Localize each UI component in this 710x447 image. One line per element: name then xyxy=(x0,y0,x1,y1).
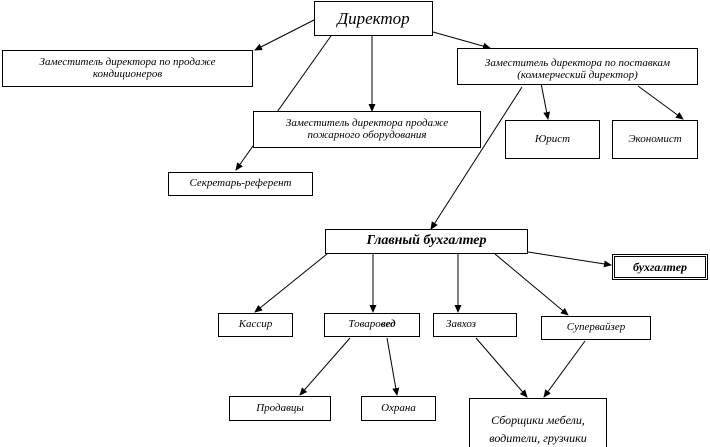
merchandiser-label-part1: Товаро xyxy=(348,318,381,331)
sellers-box: Продавцы xyxy=(229,396,331,421)
deputy-sales-box: Заместитель директора по продаже кондици… xyxy=(2,50,253,87)
deputy-fire-equipment-box: Заместитель директора продаже пожарного … xyxy=(253,111,481,148)
assemblers-box: Сборщики мебели, водители, грузчики xyxy=(469,398,607,447)
arrow-director-to-deputy-supply xyxy=(432,31,491,50)
supervisor-label: Супервайзер xyxy=(566,321,626,334)
secretary-label: Секретарь-референт xyxy=(189,177,292,190)
arrow-chief-to-cashier xyxy=(254,253,328,313)
arrow-director-to-deputy-sales xyxy=(254,19,315,51)
economist-box: Экономист xyxy=(612,120,698,159)
cashier-box: Кассир xyxy=(218,313,293,337)
cashier-label: Кассир xyxy=(238,318,273,331)
chief-accountant-label: Главный бухгалтер xyxy=(366,233,487,249)
accountant-label: бухгалтер xyxy=(632,259,688,274)
arrow-merchandiser-to-sellers xyxy=(299,337,351,396)
merchandiser-box: Товаровед xyxy=(324,313,420,337)
warehouse-manager-box: Завхоз xyxy=(433,313,517,337)
merchandiser-label-part2: вед xyxy=(380,318,396,331)
lawyer-label: Юрист xyxy=(534,132,571,145)
accountant-box: бухгалтер xyxy=(612,254,708,280)
arrow-deputy-supply-to-chief-accountant xyxy=(430,86,523,230)
deputy-supply-box: Заместитель директора по поставкам (комм… xyxy=(457,48,698,85)
director-box: Директор xyxy=(314,1,433,36)
warehouse-manager-label: Завхоз xyxy=(446,318,476,331)
assemblers-label: Сборщики мебели, водители, грузчики xyxy=(489,413,587,445)
deputy-sales-label: Заместитель директора по продаже кондици… xyxy=(39,55,216,80)
director-label: Директор xyxy=(337,8,410,28)
deputy-supply-label: Заместитель директора по поставкам (комм… xyxy=(484,57,671,81)
lawyer-box: Юрист xyxy=(505,120,600,159)
arrow-supervisor-to-assemblers xyxy=(543,340,586,398)
security-box: Охрана xyxy=(361,396,436,421)
deputy-fire-equipment-label: Заместитель директора продаже пожарного … xyxy=(285,116,449,141)
arrow-chief-to-accountant xyxy=(527,251,612,268)
chief-accountant-box: Главный бухгалтер xyxy=(325,229,528,254)
arrow-deputy-supply-to-economist xyxy=(637,85,684,120)
arrow-director-to-secretary xyxy=(235,25,339,171)
supervisor-box: Супервайзер xyxy=(541,316,651,340)
arrow-merchandiser-to-security xyxy=(386,337,400,396)
security-label: Охрана xyxy=(381,401,416,414)
sellers-label: Продавцы xyxy=(256,401,304,414)
arrow-warehouse-to-assemblers xyxy=(475,337,528,398)
arrow-chief-to-supervisor xyxy=(494,253,569,316)
secretary-box: Секретарь-референт xyxy=(168,172,313,196)
economist-label: Экономист xyxy=(628,132,682,145)
merchandiser-label: Товаровед xyxy=(348,318,396,331)
